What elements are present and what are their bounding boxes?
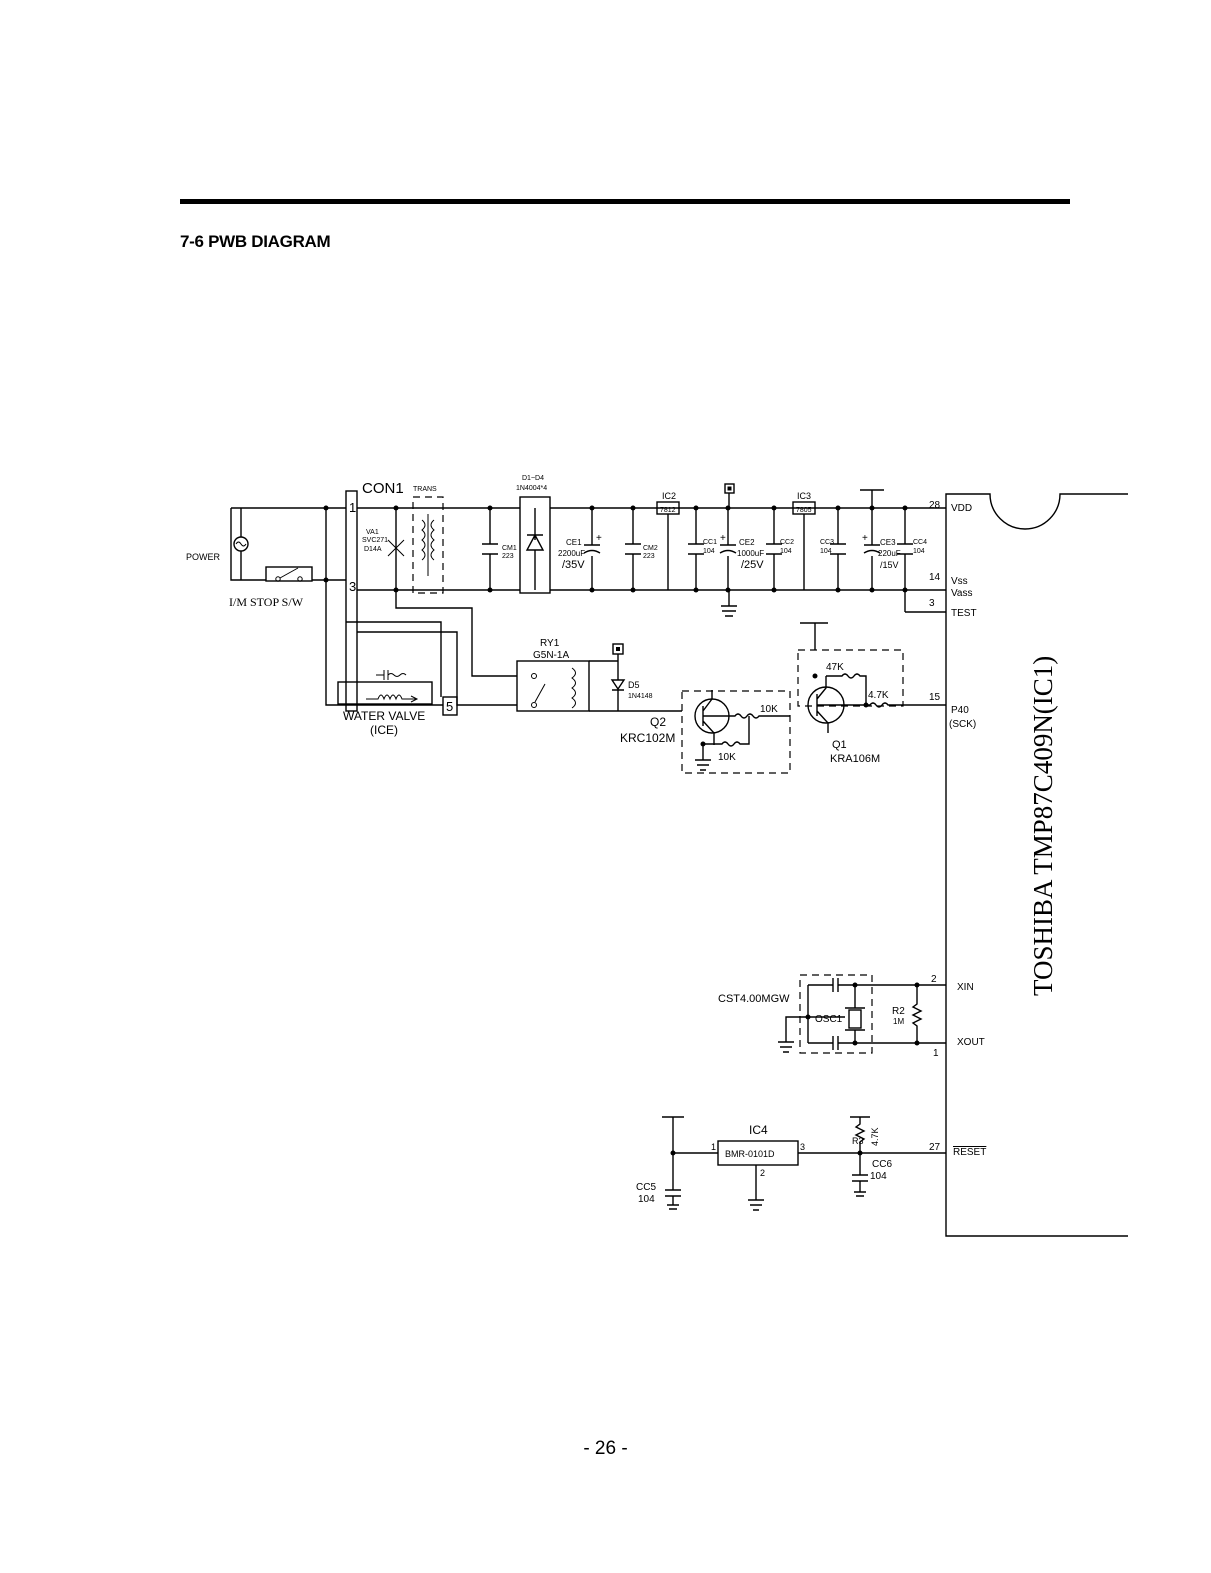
- section-title: 7-6 PWB DIAGRAM: [180, 232, 331, 251]
- ic1-pin-1-num: 1: [933, 1048, 939, 1059]
- r-10k-a-label: 10K: [760, 704, 778, 715]
- resonator-label: CST4.00MGW: [718, 993, 790, 1005]
- ic4-pin-2: 2: [760, 1168, 765, 1178]
- va1-label: VA1 SVC271 D14A: [362, 529, 390, 553]
- water-valve: WATER VALVE (ICE): [337, 670, 433, 737]
- transformer: VA1 SVC271 D14A TRANS: [357, 486, 520, 594]
- d1-d4-label: D1~D4 1N4004*4: [516, 475, 547, 492]
- power-label: POWER: [186, 552, 221, 562]
- r2-label: R2 1M: [892, 1006, 908, 1026]
- ic1-pins: 28 VDD 14 Vss Vass 3 TEST 15 P40 (SCK) 2…: [929, 500, 986, 1158]
- relay-ry1: RY1 G5N-1A: [516, 638, 618, 712]
- ic1-pin-vss: Vss: [951, 576, 968, 587]
- q2-label: Q2 KRC102M: [620, 715, 675, 745]
- ic1-pin-27-num: 27: [929, 1142, 941, 1153]
- osc1-label: OSC1: [815, 1014, 843, 1025]
- ic1-pin-sck: (SCK): [949, 719, 976, 730]
- cc3-label: CC3 104: [820, 539, 836, 555]
- ce2-label: CE2 1000uF /25V: [737, 538, 766, 571]
- ic1-pin-vdd: VDD: [951, 503, 972, 514]
- ic4-pin-1: 1: [711, 1142, 716, 1152]
- ic3-part: 7805: [796, 507, 812, 514]
- ic2-label: IC2: [662, 491, 676, 501]
- con1-connector: CON1 1 3 5: [345, 480, 458, 716]
- svg-text:+: +: [596, 533, 602, 544]
- ic1-label: TOSHIBA TMP87C409N(IC1): [1028, 656, 1058, 996]
- oscillator-section: OSC1 CST4.00MGW R2 1M: [718, 974, 946, 1054]
- stop-switch-label: I/M STOP S/W: [229, 595, 304, 609]
- r3-label: R3: [852, 1136, 864, 1146]
- ic1-pin-15-num: 15: [929, 692, 941, 703]
- ic1-pin-test: TEST: [951, 608, 977, 619]
- ic3-label: IC3: [797, 491, 811, 501]
- ic4-pin-3: 3: [800, 1142, 805, 1152]
- ic1-pin-xin: XIN: [957, 982, 974, 993]
- cm1-label: CM1 223: [502, 545, 519, 560]
- regulator-ic3: IC3 7805 CC3 104 + CE3 220uF /15V CC4 10…: [792, 489, 946, 613]
- con1-wiring: [325, 508, 517, 706]
- regulator-ic2: IC2 7812 CC1 104 + CE2 1000uF /25V CC2 1…: [656, 483, 796, 617]
- ic1-body: TOSHIBA TMP87C409N(IC1): [945, 493, 1128, 1237]
- rail-junctions: [323, 505, 908, 593]
- con1-pin-5: 5: [446, 699, 453, 714]
- transistor-q2: 10K 10K Q2 KRC102M: [620, 690, 791, 774]
- q1-label: Q1 KRA106M: [830, 739, 880, 765]
- ic2-part: 7812: [660, 507, 676, 514]
- con1-label: CON1: [362, 480, 404, 497]
- ic1-pin-2-num: 2: [931, 974, 937, 985]
- water-valve-label: WATER VALVE (ICE): [343, 709, 429, 737]
- d5-label: D5 1N4148: [628, 680, 653, 700]
- ic1-pin-p40: P40: [951, 705, 969, 716]
- header-rule: [180, 199, 1070, 204]
- con1-pin-3: 3: [349, 579, 356, 594]
- con1-pin-1: 1: [349, 500, 356, 515]
- ic1-pin-vass: Vass: [951, 588, 973, 599]
- reset-section: CC5 104 IC4 BMR-0101D 1 2 3 R3 4.7K CC6 …: [636, 1116, 946, 1211]
- ic1-pin-28-num: 28: [929, 500, 941, 511]
- ic4-part: BMR-0101D: [725, 1149, 775, 1159]
- ic1-pin-3-num: 3: [929, 598, 935, 609]
- trans-label: TRANS: [413, 486, 437, 493]
- transistor-q1: 47K 4.7K Q1 KRA106M: [797, 622, 946, 765]
- svg-text:+: +: [720, 533, 726, 544]
- ic1-pin-xout: XOUT: [957, 1037, 985, 1048]
- r-10k-b-label: 10K: [718, 752, 736, 763]
- cc2-label: CC2 104: [780, 539, 796, 555]
- ry1-label: RY1 G5N-1A: [533, 638, 569, 661]
- cc6-label: CC6 104: [870, 1159, 895, 1182]
- svg-text:+: +: [862, 533, 868, 544]
- r-4-7k-label: 4.7K: [868, 690, 889, 701]
- cm2-label: CM2 223: [643, 545, 660, 560]
- diode-d5: D5 1N4148: [610, 643, 682, 712]
- rectifier-section: CM1 223 D1~D4 1N4004*4 + CE1 2200uF /35V…: [482, 475, 946, 594]
- r3-value: 4.7K: [870, 1127, 880, 1146]
- r-47k-label: 47K: [826, 662, 844, 673]
- cc5-label: CC5 104: [636, 1182, 659, 1205]
- ce3-label: CE3 220uF /15V: [878, 538, 903, 570]
- ce1-label: CE1 2200uF /35V: [558, 538, 587, 571]
- cc4-label: CC4 104: [913, 539, 929, 555]
- cc1-label: CC1 104: [703, 539, 719, 555]
- ic1-pin-14-num: 14: [929, 572, 941, 583]
- ic4-label: IC4: [749, 1123, 768, 1137]
- power-input: POWER I/M STOP S/W: [186, 507, 346, 609]
- page-number: - 26 -: [583, 1438, 628, 1459]
- ic1-pin-reset: RESET: [953, 1147, 986, 1158]
